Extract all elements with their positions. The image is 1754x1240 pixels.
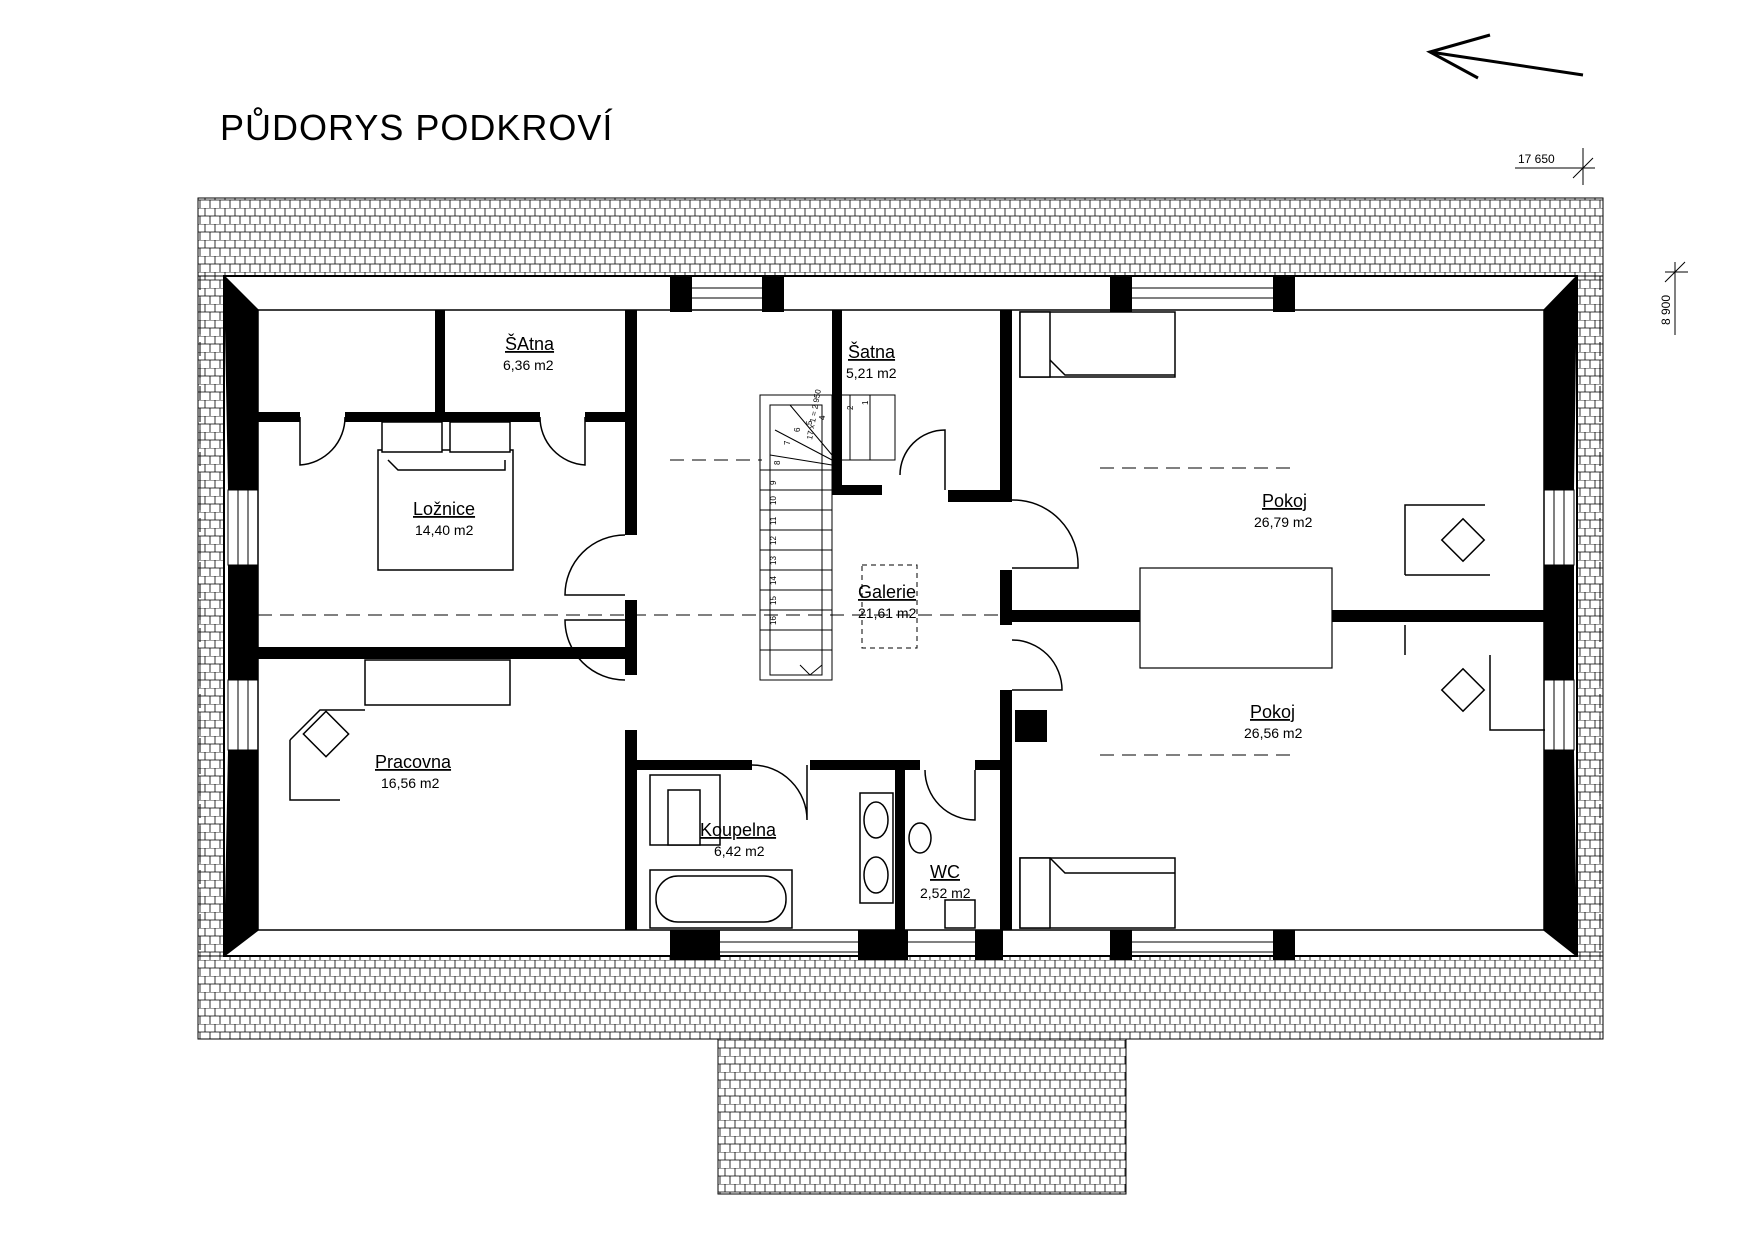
room-area-satna-1: 6,36 m2 xyxy=(503,357,554,373)
room-area-galerie: 21,61 m2 xyxy=(858,605,917,621)
stair-step-number: 2 xyxy=(846,405,855,410)
stair-step-number: 15 xyxy=(769,596,778,605)
stair-step-number: 3 xyxy=(831,410,840,415)
toilet xyxy=(908,822,976,929)
stair-step-number: 16 xyxy=(769,616,778,625)
dimension-side-label: 8 900 xyxy=(1659,295,1673,325)
room-area-satna-2: 5,21 m2 xyxy=(846,365,897,381)
stair-step-number: 1 xyxy=(861,400,870,405)
desk-pokoj-2 xyxy=(1404,625,1545,731)
room-name-koupelna: Koupelna xyxy=(700,820,777,840)
room-area-pokoj-1: 26,79 m2 xyxy=(1254,514,1313,530)
room-name-loznice: Ložnice xyxy=(413,499,475,519)
room-area-koupelna: 6,42 m2 xyxy=(714,843,765,859)
dimension-side xyxy=(1664,261,1688,335)
room-name-wc: WC xyxy=(930,862,960,882)
sinks xyxy=(859,792,894,904)
stair-step-number: 5 xyxy=(805,420,814,425)
room-area-pokoj-2: 26,56 m2 xyxy=(1244,725,1303,741)
staircase xyxy=(759,394,896,681)
room-name-pracovna: Pracovna xyxy=(375,752,452,772)
room-area-loznice: 14,40 m2 xyxy=(415,522,474,538)
room-area-pracovna: 16,56 m2 xyxy=(381,775,440,791)
dimension-top xyxy=(1515,148,1595,185)
room-name-pokoj-2: Pokoj xyxy=(1250,702,1295,722)
stair-step-number: 6 xyxy=(793,427,802,432)
room-area-wc: 2,52 m2 xyxy=(920,885,971,901)
doors xyxy=(299,416,1079,821)
room-name-pokoj-1: Pokoj xyxy=(1262,491,1307,511)
stair-step-number: 11 xyxy=(769,516,778,525)
stair-step-number: 4 xyxy=(818,415,827,420)
stair-step-number: 7 xyxy=(783,440,792,445)
windows xyxy=(227,287,1575,953)
single-bed-bottom xyxy=(1019,857,1176,929)
stair-step-number: 10 xyxy=(769,496,778,505)
exterior-walls xyxy=(224,276,1577,960)
shower xyxy=(649,774,721,846)
double-bed xyxy=(377,421,514,571)
stair-step-number: 13 xyxy=(769,556,778,565)
table xyxy=(1139,567,1333,669)
room-name-satna-2: Šatna xyxy=(848,341,896,362)
dimension-top-label: 17 650 xyxy=(1518,152,1555,166)
stair-step-number: 8 xyxy=(773,460,782,465)
desk-pracovna xyxy=(289,659,511,801)
stair-step-number: 14 xyxy=(769,576,778,585)
plan-title: PŮDORYS PODKROVÍ xyxy=(220,106,613,148)
room-name-galerie: Galerie xyxy=(858,582,916,602)
bathtub xyxy=(649,869,793,929)
stair-step-number: 12 xyxy=(769,536,778,545)
desk-pokoj-1 xyxy=(1404,504,1490,576)
room-name-satna-1: ŠAtna xyxy=(505,333,555,354)
north-arrow-icon xyxy=(1426,33,1584,80)
single-bed-top xyxy=(1019,311,1176,378)
stair-step-number: 9 xyxy=(769,480,778,485)
